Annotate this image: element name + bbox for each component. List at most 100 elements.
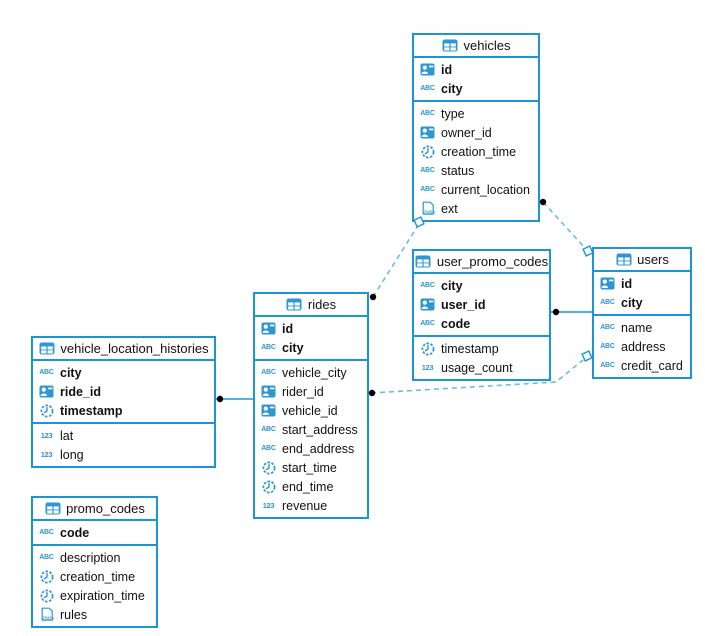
column-credit_card[interactable]: ABC credit_card — [594, 356, 690, 375]
column-long[interactable]: 123 long — [33, 445, 214, 464]
column-name: vehicle_id — [282, 403, 338, 418]
column-start_time[interactable]: start_time — [255, 458, 367, 477]
column-vehicle_city[interactable]: ABC vehicle_city — [255, 363, 367, 382]
column-city[interactable]: ABC city — [255, 338, 367, 357]
relation-dot-marker — [216, 395, 224, 403]
text-type-icon: ABC — [39, 529, 54, 536]
column-creation_time[interactable]: creation_time — [414, 142, 538, 161]
column-name: id — [441, 62, 453, 77]
text-type-icon: ABC — [261, 426, 276, 433]
table-header[interactable]: vehicle_location_histories — [33, 338, 214, 361]
table-header[interactable]: rides — [255, 294, 367, 317]
column-name: city — [60, 365, 82, 380]
text-type-icon: ABC — [261, 369, 276, 376]
column-city[interactable]: ABC city — [414, 276, 549, 295]
column-vehicle_id[interactable]: vehicle_id — [255, 401, 367, 420]
relation-dot-marker — [368, 389, 376, 397]
column-name: type — [441, 106, 465, 121]
column-code[interactable]: ABC code — [33, 523, 156, 542]
time-type-icon — [38, 589, 55, 603]
table-user_promo_codes[interactable]: user_promo_codes ABC city user_id ABC co… — [412, 249, 551, 381]
table-rides[interactable]: rides id ABC city ABC vehicle_city rider… — [253, 292, 369, 519]
column-name: ride_id — [60, 384, 101, 399]
column-timestamp[interactable]: timestamp — [414, 339, 549, 358]
column-name[interactable]: ABC name — [594, 318, 690, 337]
table-icon — [615, 253, 632, 266]
id-type-icon — [419, 298, 436, 311]
column-id[interactable]: id — [414, 60, 538, 79]
text-type-icon: ABC — [261, 445, 276, 452]
relation-dot-marker — [539, 198, 547, 206]
table-icon — [44, 502, 61, 515]
text-type-icon: ABC — [261, 344, 276, 351]
column-owner_id[interactable]: owner_id — [414, 123, 538, 142]
column-name: current_location — [441, 182, 530, 197]
column-name: ext — [441, 201, 458, 216]
column-creation_time[interactable]: creation_time — [33, 567, 156, 586]
column-status[interactable]: ABC status — [414, 161, 538, 180]
id-type-icon — [260, 404, 277, 417]
columns-section: ABC description creation_time expiration… — [33, 546, 156, 626]
column-address[interactable]: ABC address — [594, 337, 690, 356]
table-header[interactable]: promo_codes — [33, 498, 156, 521]
id-type-icon — [599, 277, 616, 290]
table-vehicle_location_histories[interactable]: vehicle_location_histories ABC city ride… — [31, 336, 216, 468]
column-name: id — [621, 276, 633, 291]
relation-line-vehicles-users[interactable] — [542, 201, 586, 249]
column-timestamp[interactable]: timestamp — [33, 401, 214, 420]
json-type-icon: JSON — [38, 607, 55, 622]
column-start_address[interactable]: ABC start_address — [255, 420, 367, 439]
relation-line-rides-vehicles[interactable] — [372, 226, 418, 298]
number-type-icon: 123 — [40, 449, 53, 459]
column-expiration_time[interactable]: expiration_time — [33, 586, 156, 605]
text-type-icon: ABC — [420, 167, 435, 174]
columns-section: ABC vehicle_city rider_id vehicle_id ABC… — [255, 361, 367, 517]
text-type-icon: ABC — [39, 554, 54, 561]
column-id[interactable]: id — [255, 319, 367, 338]
column-name: rider_id — [282, 384, 324, 399]
column-ext[interactable]: JSON ext — [414, 199, 538, 218]
table-users[interactable]: users id ABC city ABC name ABC address A… — [592, 247, 692, 379]
column-type[interactable]: ABC type — [414, 104, 538, 123]
column-description[interactable]: ABC description — [33, 548, 156, 567]
column-name: description — [60, 550, 121, 565]
time-type-icon — [38, 404, 55, 418]
table-icon — [38, 342, 55, 355]
column-name: code — [441, 316, 471, 331]
column-name: user_id — [441, 297, 486, 312]
column-rules[interactable]: JSON rules — [33, 605, 156, 624]
table-header[interactable]: users — [594, 249, 690, 272]
columns-section: ABC name ABC address ABC credit_card — [594, 316, 690, 377]
column-name: address — [621, 339, 666, 354]
column-city[interactable]: ABC city — [414, 79, 538, 98]
column-end_time[interactable]: end_time — [255, 477, 367, 496]
column-usage_count[interactable]: 123 usage_count — [414, 358, 549, 377]
table-header[interactable]: user_promo_codes — [414, 251, 549, 274]
relation-dot-marker — [552, 308, 560, 316]
column-ride_id[interactable]: ride_id — [33, 382, 214, 401]
column-name: name — [621, 320, 653, 335]
svg-text:JSON: JSON — [423, 209, 435, 214]
column-city[interactable]: ABC city — [33, 363, 214, 382]
column-city[interactable]: ABC city — [594, 293, 690, 312]
column-code[interactable]: ABC code — [414, 314, 549, 333]
time-type-icon — [260, 480, 277, 494]
columns-section: timestamp 123 usage_count — [414, 337, 549, 379]
column-id[interactable]: id — [594, 274, 690, 293]
column-current_location[interactable]: ABC current_location — [414, 180, 538, 199]
table-header[interactable]: vehicles — [414, 35, 538, 58]
column-revenue[interactable]: 123 revenue — [255, 496, 367, 515]
text-type-icon: ABC — [600, 343, 615, 350]
column-end_address[interactable]: ABC end_address — [255, 439, 367, 458]
svg-text:JSON: JSON — [42, 615, 54, 620]
column-name: expiration_time — [60, 588, 145, 603]
table-vehicles[interactable]: vehicles id ABC city ABC type owner_id c… — [412, 33, 540, 222]
table-promo_codes[interactable]: promo_codes ABC code ABC description cre… — [31, 496, 158, 628]
column-lat[interactable]: 123 lat — [33, 426, 214, 445]
column-user_id[interactable]: user_id — [414, 295, 549, 314]
time-type-icon — [38, 570, 55, 584]
column-rider_id[interactable]: rider_id — [255, 382, 367, 401]
column-name: credit_card — [621, 358, 683, 373]
key-columns-section: ABC city user_id ABC code — [414, 274, 549, 337]
